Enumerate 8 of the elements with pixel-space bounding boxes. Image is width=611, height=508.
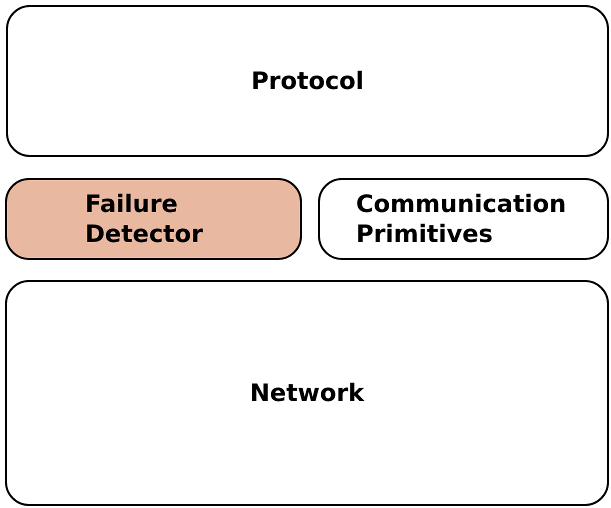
layer-label: Protocol [251,66,364,96]
layer-box [5,280,609,506]
layer-box [5,178,302,260]
layer-label: Failure Detector [85,189,204,249]
layer-box [318,178,609,260]
layer-box [6,5,609,157]
layer-label: Communication Primitives [356,189,568,249]
layer-label: Network [250,378,364,408]
